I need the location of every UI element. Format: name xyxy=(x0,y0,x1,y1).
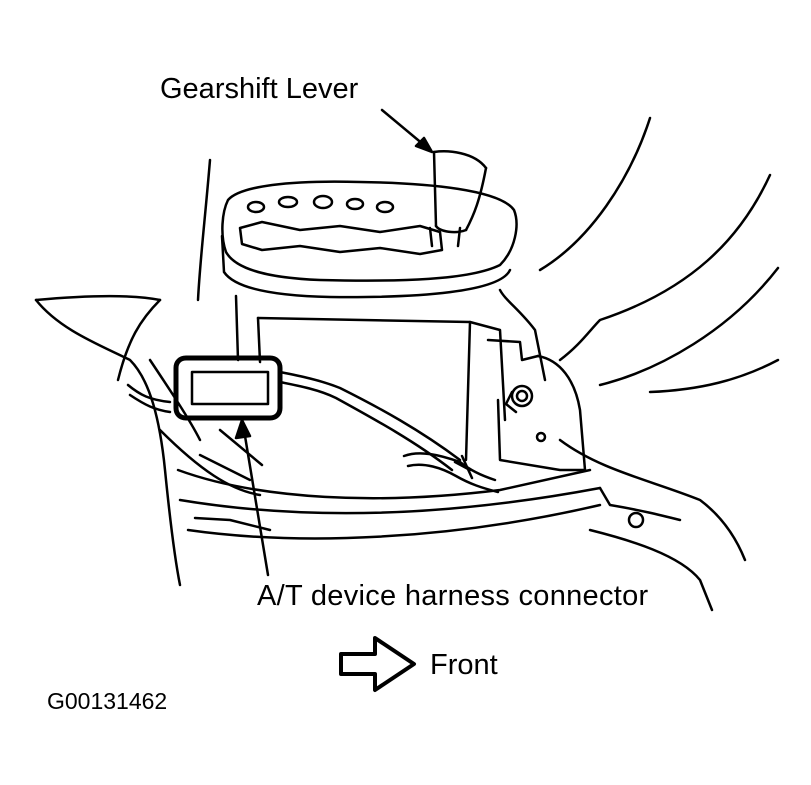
gearshift-lever xyxy=(432,150,488,234)
figure-id: G00131462 xyxy=(47,688,168,714)
gearshift-leader-arrow xyxy=(380,108,434,154)
shifter-housing xyxy=(126,288,682,540)
harness-connector-label: A/T device harness connector xyxy=(257,580,649,612)
shift-bezel xyxy=(220,180,518,299)
wiring-harness xyxy=(278,370,500,494)
front-arrow-icon xyxy=(339,636,416,692)
harness-connector xyxy=(173,355,283,421)
front-label: Front xyxy=(430,649,498,681)
mounting-bracket xyxy=(504,384,645,529)
harness-leader-arrow xyxy=(234,418,270,577)
gearshift-lever-label: Gearshift Lever xyxy=(160,73,359,105)
console-outline xyxy=(34,116,780,612)
